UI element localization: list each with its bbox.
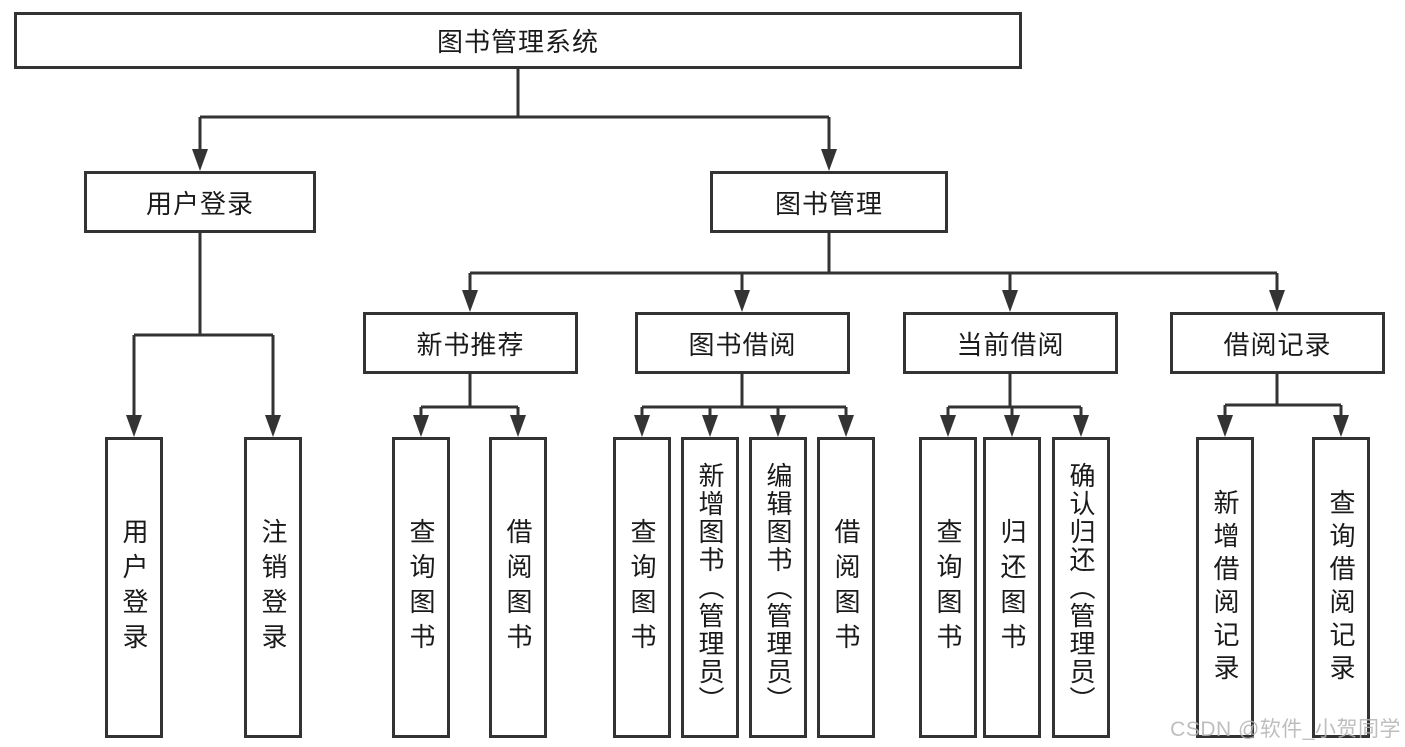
node-label: 查询图书 [933,517,963,658]
node-book-management: 图书管理 [710,171,948,233]
leaf-query-borrow-record: 查询借阅记录 [1312,437,1370,738]
node-label: 用户登录 [145,188,254,219]
node-library-management-system: 图书管理系统 [14,12,1022,69]
leaf-borrow-books: 借阅图书 [817,437,875,738]
node-label: 图书管理 [774,188,883,219]
node-label: 查询借阅记录 [1326,488,1356,687]
watermark-text: CSDN @软件_小贺同学 [1170,718,1401,741]
leaf-return-books: 归还图书 [983,437,1041,738]
arrowheads [126,149,1349,437]
node-borrowing-records: 借阅记录 [1170,312,1385,374]
leaf-borrow-books-recommend: 借阅图书 [489,437,547,738]
node-label: 归还图书 [997,517,1027,658]
leaf-confirm-return-admin: 确认归还（管理员） [1052,437,1110,738]
leaf-query-books-recommend: 查询图书 [392,437,450,738]
node-label: 用户登录 [119,517,149,658]
leaf-query-books-borrow: 查询图书 [613,437,671,738]
leaf-query-books-current: 查询图书 [919,437,977,738]
node-label: 当前借阅 [956,329,1065,360]
node-label: 新增图书（管理员） [695,461,725,714]
leaf-logout: 注销登录 [244,437,302,738]
node-label: 新增借阅记录 [1210,488,1240,687]
node-label: 查询图书 [406,517,436,658]
node-label: 图书管理系统 [436,27,599,57]
node-label: 借阅图书 [503,517,533,658]
node-label: 编辑图书（管理员） [763,461,793,714]
node-label: 确认归还（管理员） [1066,461,1096,714]
node-label: 图书借阅 [688,329,797,360]
node-new-book-recommendation: 新书推荐 [363,312,578,374]
node-user-login: 用户登录 [84,171,316,233]
leaf-add-book-admin: 新增图书（管理员） [681,437,739,738]
node-current-borrowing: 当前借阅 [903,312,1118,374]
leaf-add-borrow-record: 新增借阅记录 [1196,437,1254,738]
node-label: 借阅图书 [831,517,861,658]
node-label: 注销登录 [258,517,288,658]
node-book-borrowing: 图书借阅 [635,312,850,374]
leaf-edit-book-admin: 编辑图书（管理员） [749,437,807,738]
node-label: 新书推荐 [416,329,525,360]
node-label: 查询图书 [627,517,657,658]
leaf-user-login: 用户登录 [105,437,163,738]
node-label: 借阅记录 [1223,329,1332,360]
